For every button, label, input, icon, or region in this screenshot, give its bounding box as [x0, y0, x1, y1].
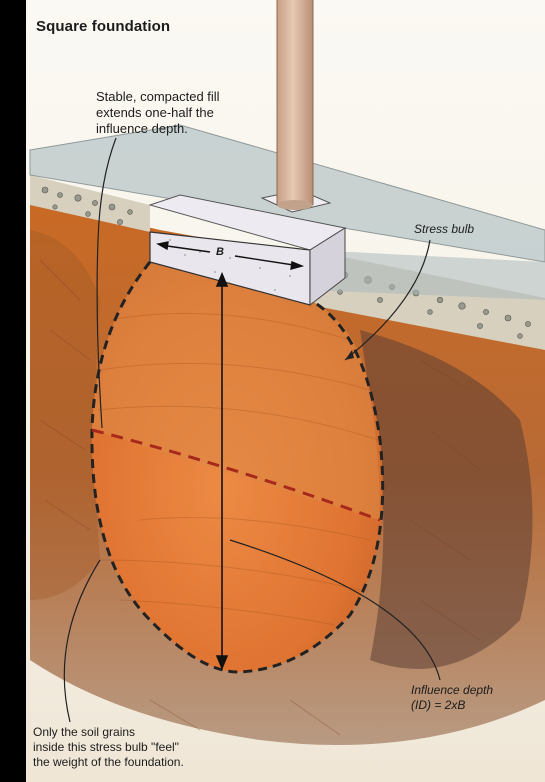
influence-depth-label: Influence depth (ID) = 2xB — [411, 683, 545, 713]
fill-note-label: Stable, compacted fill extends one-half … — [96, 89, 296, 137]
post-base — [277, 200, 313, 210]
grains-note-label: Only the soil grains inside this stress … — [33, 725, 273, 770]
b-dimension-label: B — [216, 246, 224, 258]
page-title: Square foundation — [36, 18, 170, 35]
stress-bulb-label: Stress bulb — [414, 222, 474, 236]
